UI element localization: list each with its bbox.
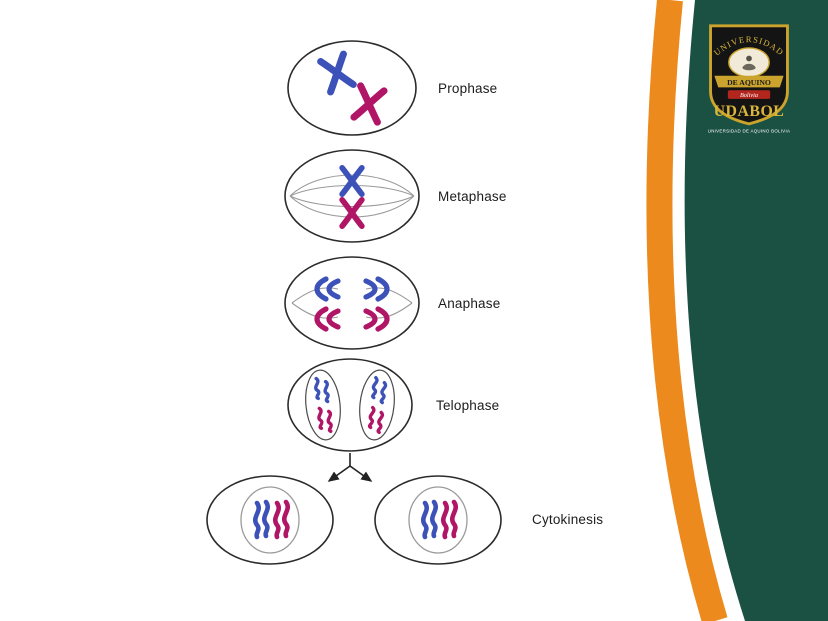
blue-chromosome [371, 376, 379, 400]
crest-caption-text: UNIVERSIDAD DE AQUINO BOLIVIA [708, 129, 791, 134]
magenta-chromosome [350, 82, 388, 126]
magenta-chromosome [363, 306, 390, 332]
cell-telophase [287, 358, 413, 452]
label-prophase: Prophase [438, 81, 498, 96]
blue-chromosome [363, 276, 390, 302]
cell-prophase [287, 40, 417, 136]
cell-membrane [284, 256, 420, 350]
blue-chromosome [430, 499, 438, 539]
crest-figure-icon [746, 55, 752, 62]
cell-anaphase [284, 256, 420, 350]
blue-chromosome [317, 50, 357, 96]
crest-name-text: UDABOL [714, 103, 785, 120]
magenta-chromosome [326, 409, 333, 434]
blue-chromosome [379, 380, 388, 405]
blue-chromosome [262, 499, 270, 539]
nuclear-envelope [359, 369, 395, 441]
crest-emblem-oval [728, 47, 770, 78]
magenta-chromosome [314, 306, 341, 332]
blue-chromosome [421, 500, 429, 540]
nuclear-envelope [240, 486, 300, 554]
crest-ribbon-text: DE AQUINO [727, 78, 771, 87]
magenta-chromosome [339, 197, 365, 229]
blue-chromosome [314, 276, 341, 302]
crest-ribbon [714, 75, 784, 88]
cell-membrane [284, 149, 420, 243]
cell-membrane [206, 475, 334, 565]
arrow-to-daughter-cells [327, 453, 373, 482]
magenta-chromosome [317, 406, 324, 430]
udabol-crest-logo: UNIVERSIDAD DE AQUINO Bolivia UDABOL UNI… [708, 24, 791, 134]
crest-country-band [727, 90, 771, 99]
cell-membrane [287, 358, 413, 452]
mitosis-diagram [206, 40, 502, 565]
magenta-chromosome [367, 405, 376, 430]
cell-cytokinesis-left [206, 475, 334, 565]
crest-country-text: Bolivia [740, 92, 758, 99]
magenta-chromosome [282, 499, 290, 539]
nuclear-envelope [408, 486, 468, 554]
label-cytokinesis: Cytokinesis [532, 512, 604, 527]
magenta-chromosome [376, 410, 385, 435]
blue-chromosome [339, 165, 365, 197]
blue-chromosome [323, 379, 330, 404]
magenta-chromosome [450, 499, 458, 539]
crest-figure-icon [742, 63, 756, 71]
blue-chromosome [253, 500, 261, 540]
blue-chromosome [314, 376, 321, 401]
cell-membrane [287, 40, 417, 136]
label-metaphase: Metaphase [438, 189, 507, 204]
magenta-chromosome [441, 500, 449, 540]
magenta-chromosome [273, 500, 281, 540]
cell-metaphase [284, 149, 420, 243]
cell-membrane [374, 475, 502, 565]
nuclear-envelope [305, 369, 341, 441]
label-telophase: Telophase [436, 398, 500, 413]
label-anaphase: Anaphase [438, 296, 501, 311]
cell-cytokinesis-right [374, 475, 502, 565]
